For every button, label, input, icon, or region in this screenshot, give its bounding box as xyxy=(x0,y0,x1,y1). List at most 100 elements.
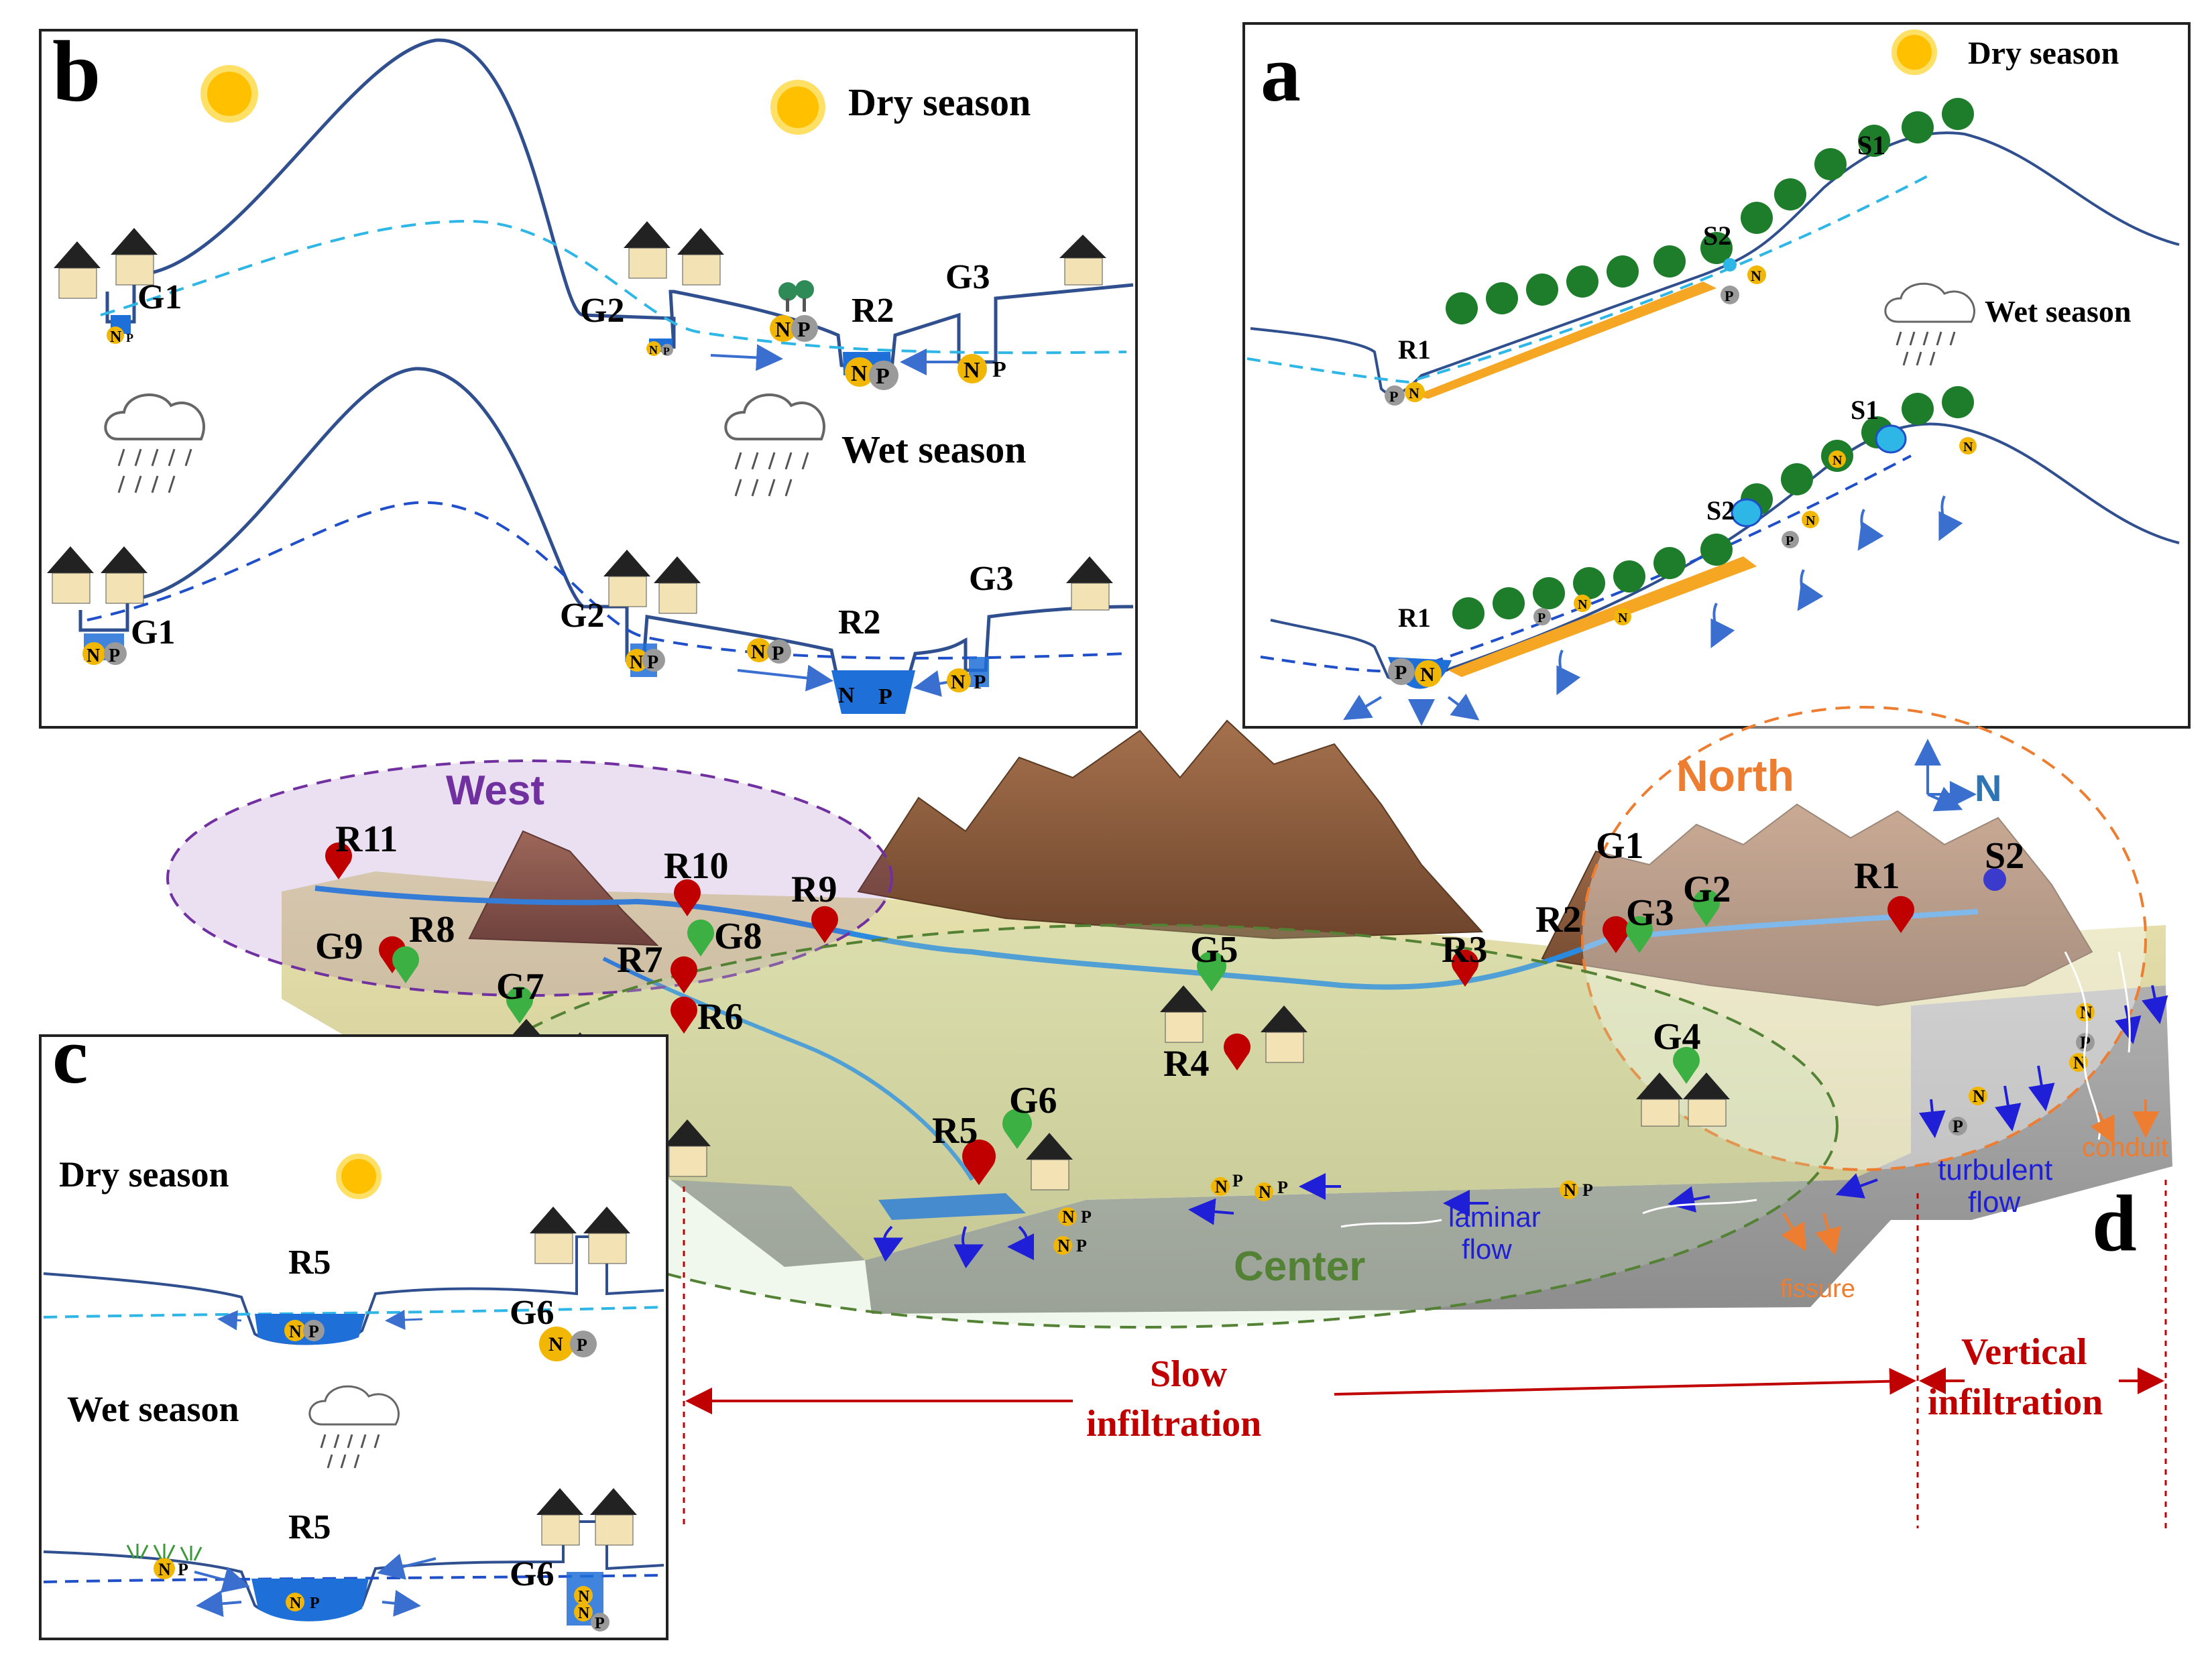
river-site-marker xyxy=(379,936,406,973)
rain-cloud-icon xyxy=(1884,282,1975,366)
spring-icon xyxy=(1723,258,1737,271)
svg-text:P: P xyxy=(126,331,133,345)
sun-icon xyxy=(336,1154,382,1199)
tree-row xyxy=(1446,98,1974,324)
vertical-infiltration-label-2: infiltration xyxy=(1928,1382,2103,1423)
nutrient-badges: P N P N xyxy=(1385,265,1766,406)
svg-text:R3: R3 xyxy=(1442,929,1487,971)
mountains xyxy=(468,719,2093,1007)
river-site-marker xyxy=(1223,1033,1251,1070)
sun-icon xyxy=(200,65,258,123)
svg-text:N: N xyxy=(630,652,643,673)
svg-text:N: N xyxy=(2073,1053,2086,1073)
wet-groundwater-line xyxy=(1260,454,1912,673)
region-west-label: West xyxy=(446,768,544,814)
plant-icon xyxy=(126,1544,202,1561)
house-icon xyxy=(54,228,158,299)
svg-text:P: P xyxy=(1277,1178,1288,1197)
rain-cloud-icon xyxy=(724,393,825,497)
region-center xyxy=(441,924,1839,1329)
svg-text:P: P xyxy=(876,364,890,389)
svg-text:N: N xyxy=(751,641,766,663)
site-label-r5: R5 xyxy=(288,1508,331,1546)
river-site-marker xyxy=(671,996,698,1034)
well-site-marker xyxy=(1693,889,1720,926)
svg-text:G6: G6 xyxy=(1009,1080,1057,1121)
svg-text:N: N xyxy=(1832,453,1843,468)
svg-text:P: P xyxy=(308,1322,319,1341)
svg-text:P: P xyxy=(663,346,670,357)
svg-text:R10: R10 xyxy=(664,845,728,887)
svg-text:N: N xyxy=(1259,1182,1271,1202)
svg-text:G5: G5 xyxy=(1190,929,1238,971)
house-icon xyxy=(47,546,1113,614)
nutrient-badges: N P N P N N P xyxy=(154,1558,609,1632)
region-north-label: North xyxy=(1676,751,1794,800)
svg-text:P: P xyxy=(1786,534,1794,548)
panel-b: b Dry season G1 G2 R2 G3 N P N xyxy=(39,23,1138,729)
svg-text:R2: R2 xyxy=(1535,899,1581,940)
sun-icon xyxy=(770,80,825,135)
laminar-flow-label-1: laminar xyxy=(1448,1201,1541,1233)
soil-layer xyxy=(1415,282,1716,399)
site-label-r1: R1 xyxy=(1398,603,1431,633)
svg-text:N: N xyxy=(851,361,868,386)
panel-b-wet-label: Wet season xyxy=(841,428,1027,471)
nutrient-badges: P N P N N P N N N xyxy=(1388,437,1977,687)
svg-text:R6: R6 xyxy=(697,996,743,1038)
svg-text:G4: G4 xyxy=(1653,1016,1701,1058)
compass-label: N xyxy=(1975,767,2001,809)
soil-layer xyxy=(1448,556,1757,677)
svg-text:P: P xyxy=(595,1615,605,1632)
svg-text:S2: S2 xyxy=(1985,835,2024,877)
svg-text:P: P xyxy=(1725,288,1733,304)
svg-text:N: N xyxy=(838,683,855,708)
svg-text:N: N xyxy=(1062,1207,1075,1227)
nutrient-badges: N P N P xyxy=(284,1320,597,1361)
panel-b-frame xyxy=(39,29,1138,729)
river-network xyxy=(602,957,974,1181)
svg-text:N: N xyxy=(1564,1180,1576,1200)
svg-text:P: P xyxy=(1389,388,1398,405)
svg-text:N: N xyxy=(289,1322,302,1341)
fissure-lines xyxy=(1340,951,2131,1228)
laminar-flow-label-2: flow xyxy=(1462,1233,1512,1265)
spring-icon xyxy=(1731,498,1763,528)
compass-icon xyxy=(1914,739,1977,812)
svg-text:N: N xyxy=(1618,611,1628,625)
svg-text:N: N xyxy=(1409,385,1419,402)
svg-text:G9: G9 xyxy=(315,926,363,967)
panel-a: a Dry season R1 S2 S1 P N P N Wet season xyxy=(1242,22,2191,729)
site-label-r2: R2 xyxy=(852,292,894,330)
region-north xyxy=(1581,706,2147,1171)
svg-text:P: P xyxy=(310,1595,320,1612)
well-site-marker xyxy=(687,919,714,957)
flow-arrow xyxy=(385,1310,423,1331)
flow-arrow xyxy=(737,664,833,692)
svg-text:R1: R1 xyxy=(1854,855,1900,897)
house-icon xyxy=(624,221,1106,286)
svg-text:P: P xyxy=(178,1560,188,1579)
river-site-marker xyxy=(962,1140,996,1185)
panel-a-dry-label: Dry season xyxy=(1968,36,2119,71)
site-label-s2: S2 xyxy=(1703,221,1731,251)
slow-infiltration-label-2: infiltration xyxy=(1086,1403,1261,1445)
house-icon xyxy=(536,1488,637,1546)
svg-text:N: N xyxy=(86,646,100,666)
dry-groundwater-line xyxy=(100,219,1127,355)
river-site-marker xyxy=(671,956,698,993)
svg-text:N: N xyxy=(158,1560,171,1579)
site-label-g6: G6 xyxy=(510,1294,554,1332)
svg-text:P: P xyxy=(772,642,784,664)
svg-text:P: P xyxy=(109,646,120,666)
svg-text:N: N xyxy=(964,358,980,383)
svg-text:G2: G2 xyxy=(1683,869,1731,910)
turbulent-flow-label-1: turbulent xyxy=(1938,1154,2052,1186)
svg-text:P: P xyxy=(1582,1180,1593,1200)
svg-text:N: N xyxy=(1057,1236,1070,1256)
svg-text:P: P xyxy=(1232,1171,1243,1190)
svg-text:N: N xyxy=(1973,1087,1985,1106)
site-label-r2: R2 xyxy=(838,603,881,641)
spring-site-marker xyxy=(1983,868,2006,891)
panel-d: West North Center N xyxy=(166,706,2172,1528)
